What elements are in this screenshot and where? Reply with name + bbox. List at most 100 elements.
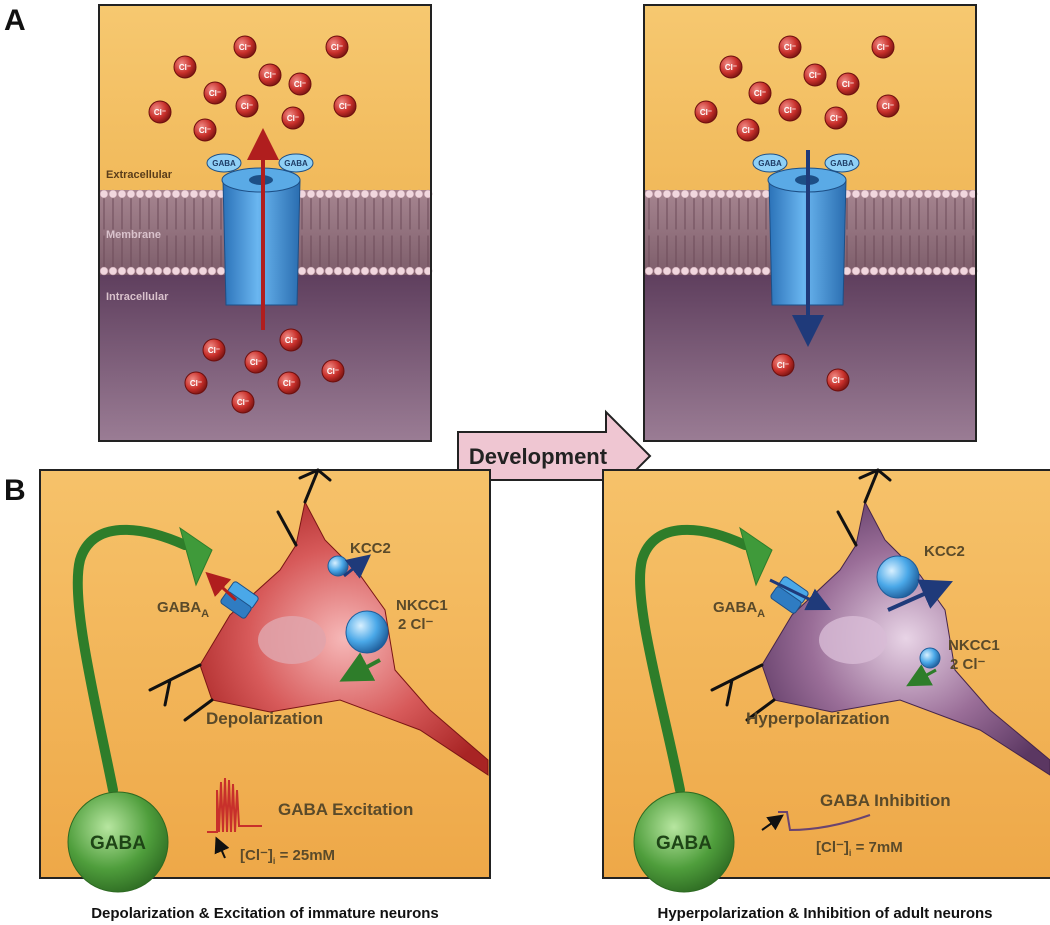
caption-right: Hyperpolarization & Inhibition of adult … [658, 905, 993, 922]
chloride-ion-label: Cl⁻ [199, 126, 211, 135]
chloride-ion-label: Cl⁻ [882, 102, 894, 111]
gaba-sphere-icon: GABA [633, 791, 735, 893]
chloride-ion-icon: Cl⁻ [203, 81, 227, 105]
nkcc1-transporter-icon [906, 647, 941, 687]
extracellular-label: Extracellular [106, 169, 173, 181]
receptor-gaba-label-left-1: GABA [212, 159, 236, 168]
chloride-ion-icon: Cl⁻ [748, 81, 772, 105]
hyperpolarization-label: Hyperpolarization [746, 709, 890, 728]
nkcc1-cl-label-right: 2 Cl⁻ [950, 656, 986, 673]
panel-a-right: GABA GABA [643, 4, 978, 442]
chloride-concentration-left: [Cl⁻]i = 25mM [240, 847, 335, 866]
chloride-ion-label: Cl⁻ [742, 126, 754, 135]
receptor-gaba-label-left-2: GABA [284, 159, 308, 168]
chloride-ion-icon: Cl⁻ [778, 98, 802, 122]
chloride-ion-icon: Cl⁻ [836, 72, 860, 96]
chloride-ion-label: Cl⁻ [294, 80, 306, 89]
kcc2-transporter-icon [327, 554, 372, 579]
nkcc1-label-left: NKCC1 [396, 597, 448, 614]
gaba-a-receptor-icon [220, 581, 259, 619]
chloride-ion-icon: Cl⁻ [202, 338, 226, 362]
chloride-ion-label: Cl⁻ [241, 102, 253, 111]
chloride-ion-icon: Cl⁻ [288, 72, 312, 96]
chloride-ion-label: Cl⁻ [809, 71, 821, 80]
chloride-ion-icon: Cl⁻ [184, 371, 208, 395]
chloride-ion-icon: Cl⁻ [277, 371, 301, 395]
chloride-efflux-arrow-b [205, 571, 238, 602]
intracellular-label: Intracellular [106, 291, 169, 303]
nkcc1-transporter-icon [339, 610, 389, 682]
chloride-ion-icon: Cl⁻ [279, 328, 303, 352]
trace-pointer-arrow [761, 814, 784, 831]
chloride-ion-label: Cl⁻ [209, 89, 221, 98]
chloride-ion-icon: Cl⁻ [803, 63, 827, 87]
chloride-ion-icon: Cl⁻ [281, 106, 305, 130]
kcc2-transporter-icon [876, 555, 953, 612]
chloride-ion-label: Cl⁻ [339, 102, 351, 111]
trace-pointer-arrow [214, 836, 230, 859]
panel-b-right: GABA GABAA KCC2 NKCC1 2 Cl⁻ Hyperpolariz… [602, 468, 1050, 893]
chloride-ion-label: Cl⁻ [190, 379, 202, 388]
inhibition-trace [778, 811, 871, 832]
chloride-ion-label: Cl⁻ [832, 376, 844, 385]
chloride-influx-arrow-b [769, 578, 832, 611]
chloride-ion-label: Cl⁻ [239, 43, 251, 52]
caption-left: Depolarization & Excitation of immature … [91, 905, 439, 922]
receptor-gaba-label-right-2: GABA [830, 159, 854, 168]
chloride-ion-icon: Cl⁻ [148, 100, 172, 124]
chloride-ion-icon: Cl⁻ [235, 94, 259, 118]
chloride-ion-label: Cl⁻ [331, 43, 343, 52]
gaba-a-label-right: GABAA [713, 599, 765, 620]
chloride-ion-label: Cl⁻ [179, 63, 191, 72]
chloride-ion-label: Cl⁻ [285, 336, 297, 345]
chloride-concentration-right: [Cl⁻]i = 7mM [816, 839, 903, 858]
chloride-ion-label: Cl⁻ [725, 63, 737, 72]
chloride-ion-label: Cl⁻ [283, 379, 295, 388]
chloride-ion-label: Cl⁻ [830, 114, 842, 123]
neuron-immature [148, 468, 489, 776]
chloride-ion-icon: Cl⁻ [826, 368, 850, 392]
chloride-ion-label: Cl⁻ [777, 361, 789, 370]
chloride-ion-icon: Cl⁻ [173, 55, 197, 79]
chloride-ion-label: Cl⁻ [842, 80, 854, 89]
nkcc1-label-right: NKCC1 [948, 637, 1000, 654]
gaba-sphere-label: GABA [656, 833, 712, 854]
chloride-ion-label: Cl⁻ [754, 89, 766, 98]
development-label: Development [469, 444, 608, 469]
panel-a-letter: A [4, 4, 26, 37]
chloride-ion-label: Cl⁻ [877, 43, 889, 52]
kcc2-label-left: KCC2 [350, 540, 391, 557]
chloride-ion-label: Cl⁻ [208, 346, 220, 355]
kcc2-label-right: KCC2 [924, 543, 965, 560]
chloride-ion-label: Cl⁻ [700, 108, 712, 117]
chloride-ion-label: Cl⁻ [784, 106, 796, 115]
gaba-a-label-left: GABAA [157, 599, 209, 620]
panel-b-left: GABA GABAA KCC2 NKCC1 2 Cl⁻ Depolarizati… [39, 468, 491, 893]
chloride-ion-icon: Cl⁻ [876, 94, 900, 118]
chloride-ion-icon: Cl⁻ [233, 35, 257, 59]
chloride-ion-icon: Cl⁻ [719, 55, 743, 79]
excitation-trace [207, 777, 262, 833]
chloride-ion-icon: Cl⁻ [871, 35, 895, 59]
chloride-ion-icon: Cl⁻ [231, 390, 255, 414]
chloride-ion-label: Cl⁻ [250, 358, 262, 367]
chloride-ion-icon: Cl⁻ [244, 350, 268, 374]
gaba-excitation-label: GABA Excitation [278, 800, 413, 819]
chloride-ion-label: Cl⁻ [784, 43, 796, 52]
membrane-label: Membrane [106, 229, 161, 241]
chloride-ion-icon: Cl⁻ [771, 353, 795, 377]
chloride-ion-icon: Cl⁻ [333, 94, 357, 118]
receptor-gaba-label-right-1: GABA [758, 159, 782, 168]
chloride-ion-label: Cl⁻ [287, 114, 299, 123]
chloride-ion-icon: Cl⁻ [321, 359, 345, 383]
chloride-ion-icon: Cl⁻ [778, 35, 802, 59]
chloride-ion-label: Cl⁻ [154, 108, 166, 117]
chloride-ions: Cl⁻ Cl⁻ Cl⁻ Cl⁻ Cl⁻ Cl⁻ Cl⁻ Cl⁻ Cl⁻ Cl⁻ Cl⁻ Cl⁻ Cl⁻ C… [148, 35, 900, 624]
chloride-ion-label: Cl⁻ [264, 71, 276, 80]
chloride-ion-icon: Cl⁻ [258, 63, 282, 87]
gaba-sphere-label: GABA [90, 833, 146, 854]
nkcc1-cl-label-left: 2 Cl⁻ [398, 616, 434, 633]
chloride-ion-icon: Cl⁻ [694, 100, 718, 124]
gaba-axon [72, 524, 213, 795]
